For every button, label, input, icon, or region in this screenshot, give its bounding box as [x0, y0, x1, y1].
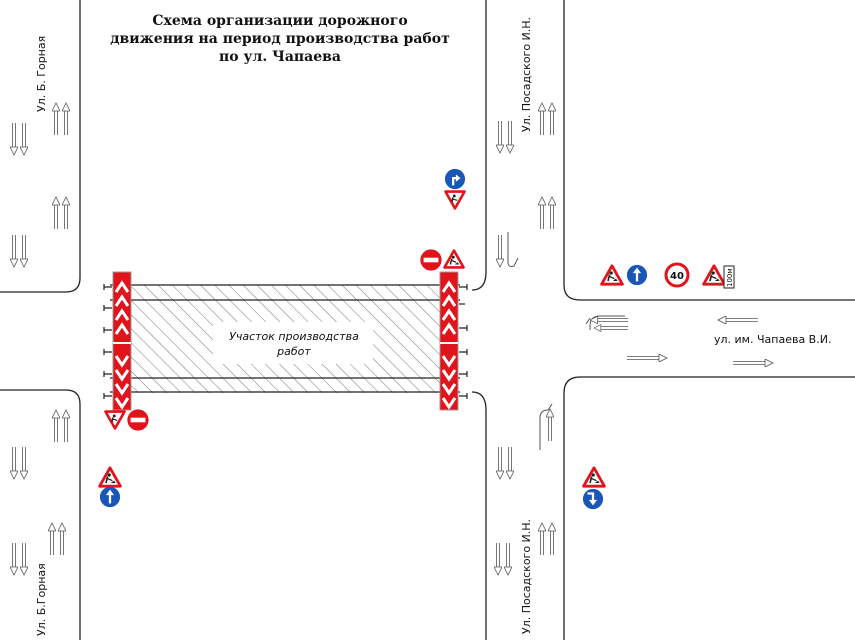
- barrier-lamps: [103, 284, 468, 399]
- arrow-down-icon: [10, 234, 18, 268]
- roadwork-sign-icon: [443, 249, 465, 269]
- lane-arrows-west: [10, 102, 70, 576]
- arrow-down-icon: [20, 234, 28, 268]
- direction-straight-sign-icon: [99, 486, 121, 508]
- turn-arrow-icon: [507, 232, 519, 267]
- no-entry-sign-icon: [419, 248, 443, 272]
- arrow-up-icon: [62, 196, 70, 230]
- arrow-down-icon: [504, 542, 512, 576]
- arrow-down-icon: [20, 122, 28, 156]
- arrow-down-icon: [496, 120, 504, 154]
- lane-arrows-east: [494, 102, 556, 576]
- arrow-up-icon: [538, 196, 546, 230]
- roadwork-sign-icon: [444, 190, 466, 210]
- street-label-west-bottom: Ул. Б.Горная: [35, 563, 48, 636]
- title-line-2: движения на период производства работ: [110, 31, 450, 47]
- arrow-up-icon: [58, 522, 66, 556]
- arrow-up-icon: [48, 522, 56, 556]
- no-entry-sign-icon: [126, 408, 150, 432]
- roadwork-sign-icon: [98, 466, 122, 488]
- arrow-down-icon: [506, 446, 514, 480]
- arrow-down-icon: [496, 234, 504, 268]
- arrow-left-icon: [717, 316, 759, 324]
- distance-plate-value: 100м: [726, 268, 734, 287]
- arrow-up-icon: [548, 522, 556, 556]
- speed-limit-sign: 40: [664, 262, 690, 288]
- arrow-up-icon: [538, 522, 546, 556]
- arrow-up-icon: [548, 102, 556, 136]
- arrow-left-icon: [590, 316, 628, 324]
- arrow-up-icon: [546, 408, 554, 442]
- arrow-up-icon: [62, 102, 70, 136]
- signs: 40 100м: [98, 168, 735, 510]
- arrow-right-icon: [626, 354, 668, 362]
- east-street-corner-se: [563, 376, 855, 640]
- direction-right-sign-icon: [444, 168, 466, 190]
- arrow-left-icon: [594, 324, 628, 332]
- work-zone-label-2: работ: [276, 345, 311, 358]
- arrow-up-icon: [52, 409, 60, 443]
- east-street-corner-sw: [471, 391, 487, 640]
- work-zone-label-1: Участок производства: [229, 330, 359, 343]
- distance-plate: 100м: [723, 265, 735, 289]
- street-label-west-top: Ул. Б. Горная: [35, 36, 48, 112]
- west-street-corner-nw: [0, 277, 81, 293]
- title-line-3: по ул. Чапаева: [219, 49, 341, 65]
- street-label-east-bottom: Ул. Посадского И.Н.: [520, 519, 533, 634]
- arrow-down-icon: [506, 120, 514, 154]
- roadwork-sign-icon: [600, 264, 624, 286]
- barrier-west: [112, 271, 132, 411]
- arrow-up-icon: [62, 409, 70, 443]
- roadwork-sign-icon: [702, 264, 726, 286]
- arrow-up-icon: [52, 102, 60, 136]
- east-street-corner-nw: [471, 271, 487, 291]
- roadwork-sign-icon: [582, 466, 606, 488]
- arrow-down-icon: [494, 542, 502, 576]
- arrow-down-icon: [20, 446, 28, 480]
- arrow-down-icon: [10, 122, 18, 156]
- title-line-1: Схема организации дорожного: [152, 13, 408, 29]
- arrow-down-icon: [496, 446, 504, 480]
- street-label-east-top: Ул. Посадского И.Н.: [520, 17, 533, 132]
- barrier-east: [439, 271, 459, 411]
- lane-arrows-main: [585, 315, 774, 367]
- east-street-corner-ne: [563, 284, 855, 301]
- roadwork-sign-icon: [104, 410, 126, 430]
- turn-arrow-icon: [539, 403, 553, 450]
- arrow-down-icon: [10, 446, 18, 480]
- arrow-up-icon: [52, 196, 60, 230]
- arrow-up-icon: [548, 196, 556, 230]
- arrow-right-icon: [732, 359, 774, 367]
- arrow-down-icon: [20, 542, 28, 576]
- speed-limit-value: 40: [670, 271, 684, 282]
- arrow-up-icon: [538, 102, 546, 136]
- work-zone: Участок производства работ: [110, 284, 460, 393]
- diagram-title: Схема организации дорожного движения на …: [80, 12, 480, 66]
- direction-straight-sign-icon: [626, 264, 648, 286]
- street-label-main: ул. им. Чапаева В.И.: [714, 333, 831, 346]
- direction-turn-sign-icon: [582, 488, 604, 510]
- work-zone-label-bg: [213, 322, 373, 364]
- arrow-down-icon: [10, 542, 18, 576]
- west-street-corner-sw: [0, 389, 81, 640]
